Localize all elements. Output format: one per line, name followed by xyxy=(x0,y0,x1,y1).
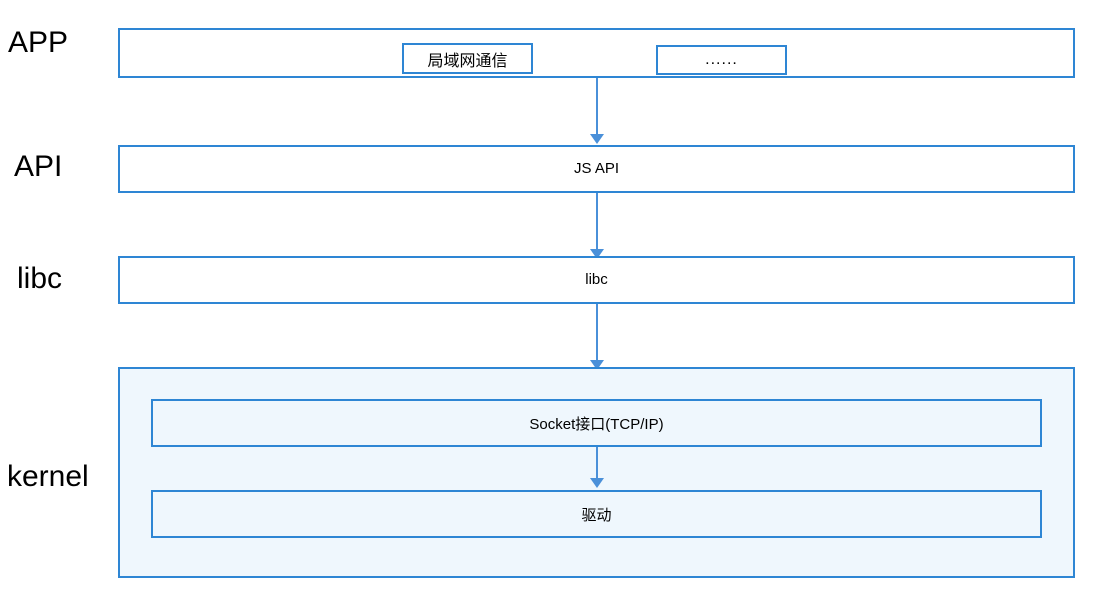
connector-libc-to-kernel-line xyxy=(596,304,598,362)
app-module-more-label: ...... xyxy=(705,51,738,68)
kernel-block-socket[interactable]: Socket接口(TCP/IP) xyxy=(151,399,1042,447)
connector-libc-to-kernel-arrowhead xyxy=(590,360,604,370)
libc-layer-container[interactable]: libc xyxy=(118,256,1075,304)
tier-label-app: APP xyxy=(8,26,69,59)
connector-socket-to-driver-arrowhead xyxy=(590,478,604,488)
tier-label-api: API xyxy=(14,150,63,183)
kernel-block-driver[interactable]: 驱动 xyxy=(151,490,1042,538)
connector-api-to-libc-arrowhead xyxy=(590,249,604,259)
libc-layer-label: libc xyxy=(585,271,608,288)
app-module-lan[interactable]: 局域网通信 xyxy=(402,43,533,74)
tier-label-libc: libc xyxy=(17,262,63,295)
connector-socket-to-driver-line xyxy=(596,447,598,480)
tier-label-kernel: kernel xyxy=(7,460,89,493)
kernel-block-driver-label: 驱动 xyxy=(581,506,612,524)
app-module-lan-label: 局域网通信 xyxy=(427,52,508,70)
connector-api-to-libc-line xyxy=(596,193,598,251)
connector-app-to-api-line xyxy=(596,78,598,136)
kernel-block-socket-label: Socket接口(TCP/IP) xyxy=(529,415,664,433)
api-layer-container[interactable]: JS API xyxy=(118,145,1075,193)
api-layer-label: JS API xyxy=(573,160,620,177)
app-layer-container xyxy=(118,28,1075,78)
connector-app-to-api-arrowhead xyxy=(590,134,604,144)
app-module-more[interactable]: ...... xyxy=(656,45,787,75)
